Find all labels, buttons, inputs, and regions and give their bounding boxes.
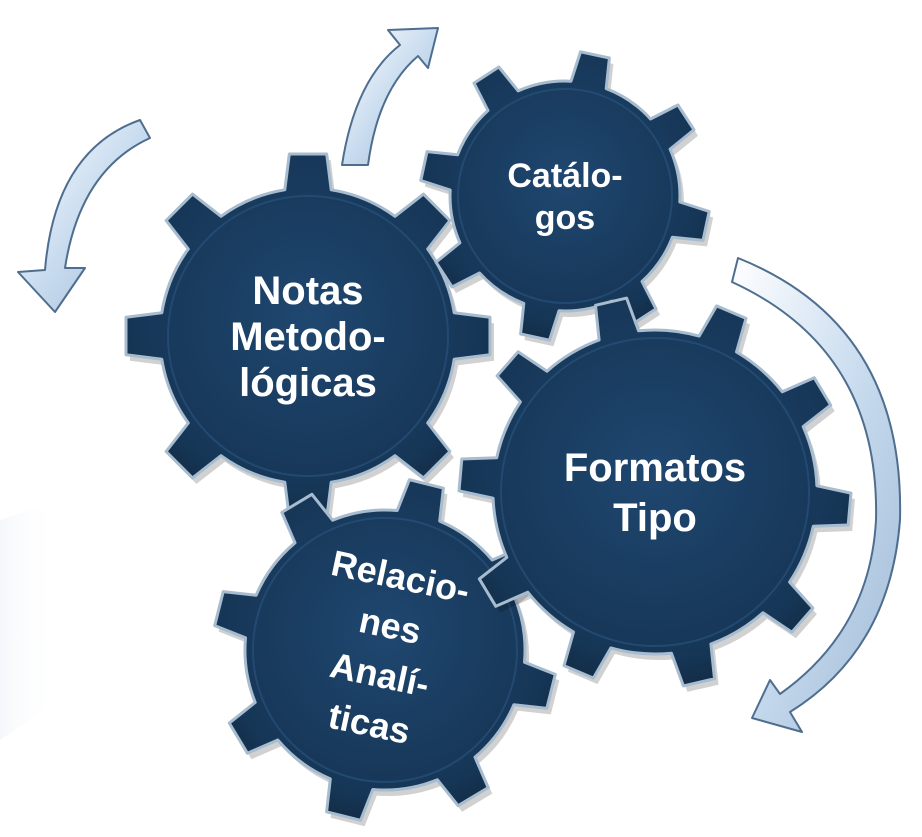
gear-label-line: Catálo- (507, 157, 622, 195)
gear-label-line: Formatos (564, 446, 746, 490)
gear-label-line: gos (535, 199, 595, 237)
gear-body (213, 478, 557, 822)
gear-inner-ring (500, 337, 810, 647)
gear-body (124, 152, 492, 520)
gear-label-line: Tipo (613, 496, 697, 540)
gear-label-line: Notas (252, 269, 363, 313)
gear-body (457, 296, 853, 688)
arrow-top-center-icon (341, 27, 439, 166)
gear-label-line: lógicas (239, 361, 377, 405)
gear-label-catalogos: Catálo-gos (507, 157, 622, 237)
gear-inner-ring (457, 88, 673, 304)
cycle-arrows (17, 27, 902, 733)
gear-inner-ring (167, 195, 449, 477)
gear-catalogos: Catálo-gos (419, 50, 714, 347)
gear-body (419, 50, 711, 342)
arrow-top-left-icon (17, 119, 151, 313)
background-sheen (0, 500, 60, 740)
gear-label-line: Metodo- (230, 315, 386, 359)
gear-inner-ring (252, 517, 518, 783)
arrow-right-icon (731, 257, 902, 733)
gear-relaciones: Relacio-nesAnalí-ticas (213, 478, 560, 827)
